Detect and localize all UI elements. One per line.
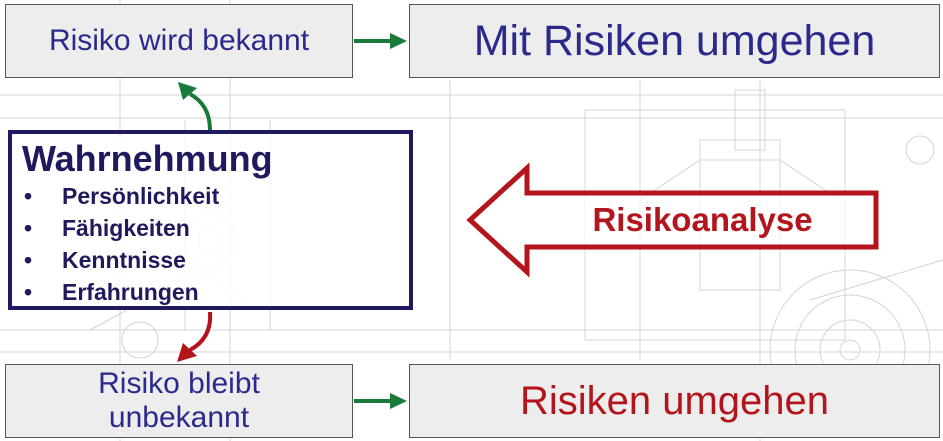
perception-item: • Kenntnisse [22, 244, 409, 276]
perception-box: Wahrnehmung • Persönlichkeit • Fähigkeiten… [8, 130, 413, 310]
perception-item: • Fähigkeiten [22, 212, 409, 244]
manage-risks-label: Mit Risiken umgehen [473, 16, 876, 65]
risk-known-box: Risiko wird bekannt [5, 4, 353, 78]
risk-unknown-label: Risiko bleibt unbekannt [98, 367, 260, 434]
perception-item: • Erfahrungen [22, 276, 409, 308]
manage-risks-box: Mit Risiken umgehen [409, 4, 940, 78]
avoid-risks-label: Risiken umgehen [519, 378, 830, 423]
bullet-icon: • [24, 279, 33, 306]
perception-item-label: Kenntnisse [62, 247, 186, 274]
risk-unknown-line-2: unbekannt [108, 401, 250, 434]
avoid-risks-box: Risiken umgehen [409, 364, 940, 438]
perception-list: • Persönlichkeit • Fähigkeiten • Kenntnisse… [22, 180, 409, 309]
risk-known-label: Risiko wird bekannt [48, 24, 310, 58]
bullet-icon: • [24, 182, 33, 209]
risk-unknown-box: Risiko bleibt unbekannt [5, 364, 353, 438]
bullet-icon: • [24, 247, 33, 274]
perception-item-label: Fähigkeiten [62, 214, 190, 241]
perception-item-label: Erfahrungen [62, 279, 199, 306]
risk-unknown-line-1: Risiko bleibt [98, 367, 260, 401]
perception-title: Wahrnehmung [22, 138, 273, 179]
perception-item-label: Persönlichkeit [62, 182, 220, 209]
risk-analysis-label: Risikoanalyse [592, 201, 813, 238]
perception-item: • Persönlichkeit [22, 180, 409, 212]
bullet-icon: • [24, 214, 33, 241]
